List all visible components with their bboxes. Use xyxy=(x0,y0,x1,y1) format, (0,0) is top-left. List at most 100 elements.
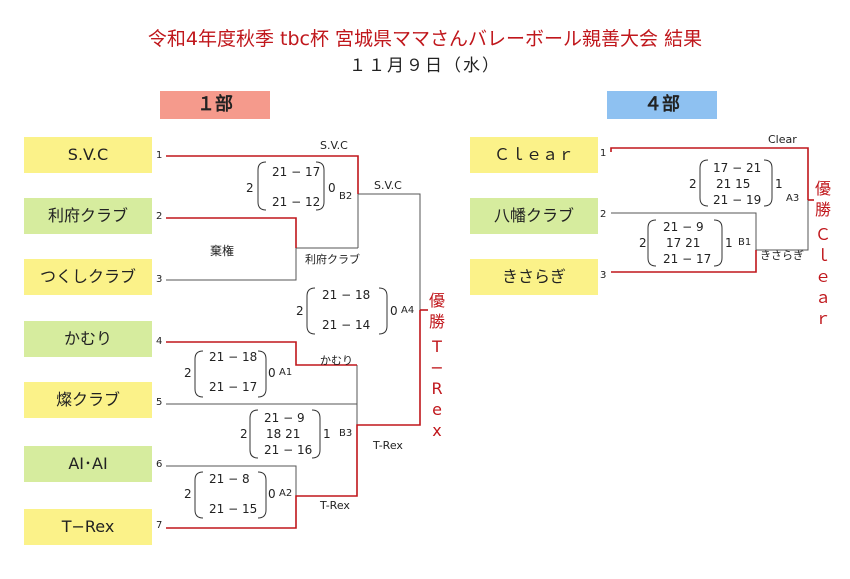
b2-match-id: B2 xyxy=(339,191,353,202)
line-tsukushi xyxy=(166,247,358,281)
team-t-rex: T−Rex xyxy=(24,509,152,545)
a3-score-1: 17 − 21 xyxy=(713,161,762,175)
b2-final-label: S.V.C xyxy=(374,179,402,192)
champion-4-label-chars: 優勝 xyxy=(814,179,831,219)
event-date: １１月９日（水） xyxy=(349,56,501,76)
line-yawata xyxy=(611,212,757,250)
a1-left-sets: 2 xyxy=(184,366,192,380)
a3-score-2: 21 15 xyxy=(716,177,751,191)
seed-2: 2 xyxy=(156,211,163,222)
seed-1: 1 xyxy=(156,150,163,161)
paren-a2-right xyxy=(257,471,267,519)
b3-score-3: 21 − 16 xyxy=(264,443,313,457)
division-4-header: ４部 xyxy=(607,91,717,119)
a4-right-sets: 0 xyxy=(390,304,398,318)
seed-4: 4 xyxy=(156,336,163,347)
line-rifu-lower xyxy=(166,217,297,232)
a3-winner-label: Clear xyxy=(768,133,797,146)
a1-score-1: 21 − 18 xyxy=(209,350,258,364)
b2-score-2: 21 − 12 xyxy=(272,195,321,209)
a4-score-2: 21 − 14 xyxy=(322,318,371,332)
b1-score-3: 21 − 17 xyxy=(663,252,712,266)
a3-left-sets: 2 xyxy=(689,177,697,191)
line-kamuri-win xyxy=(166,341,357,366)
line-aiai xyxy=(166,465,297,496)
team-rifu-club: 利府クラブ xyxy=(24,198,152,234)
paren-a4-left xyxy=(306,287,316,335)
seed-6: 6 xyxy=(156,459,163,470)
team-ai-ai: AI･AI xyxy=(24,446,152,482)
paren-b3-right xyxy=(311,409,321,459)
a1-winner-label: かむり xyxy=(320,354,353,367)
a3-right-sets: 1 xyxy=(775,177,783,191)
line-trex-win xyxy=(166,310,421,529)
b1-winner-label: きさらぎ xyxy=(760,249,804,262)
seed-d4-1: 1 xyxy=(600,148,607,159)
b2-winner-label: S.V.C xyxy=(320,139,348,152)
line-clear-win xyxy=(610,147,809,200)
b1-score-2: 17 21 xyxy=(666,236,701,250)
paren-b1-right xyxy=(713,219,723,267)
a2-score-2: 21 − 15 xyxy=(209,502,258,516)
a1-match-id: A1 xyxy=(279,367,293,378)
b3-right-sets: 1 xyxy=(323,427,331,441)
line-kisaragi-win xyxy=(611,250,757,273)
team-yawata-club: 八幡クラブ xyxy=(470,198,598,234)
paren-b2-right xyxy=(315,161,325,211)
page-title: 令和4年度秋季 tbc杯 宮城県ママさんバレーボール親善大会 結果 xyxy=(147,28,703,50)
a2-right-sets: 0 xyxy=(268,487,276,501)
a2-match-id: A2 xyxy=(279,488,293,499)
a4-left-sets: 2 xyxy=(296,304,304,318)
line-svc-win xyxy=(166,155,359,194)
paren-a4-right xyxy=(378,287,388,335)
b1-match-id: B1 xyxy=(738,237,752,248)
team-svc: S.V.C xyxy=(24,137,152,173)
a3-score-3: 21 − 19 xyxy=(713,193,762,207)
a2-winner-label: T-Rex xyxy=(320,499,350,512)
b3-score-2: 18 21 xyxy=(266,427,301,441)
forfeit-note: 棄権 xyxy=(210,244,235,258)
paren-a1-right xyxy=(257,350,267,398)
seed-5: 5 xyxy=(156,397,163,408)
b2-right-sets: 0 xyxy=(328,181,336,195)
team-kamuri: かむり xyxy=(24,321,152,357)
team-tsukushi-club: つくしクラブ xyxy=(24,259,152,295)
paren-b2-left xyxy=(257,161,267,211)
a3-match-id: A3 xyxy=(786,193,800,204)
paren-a1-left xyxy=(194,350,204,398)
b1-right-sets: 1 xyxy=(725,236,733,250)
line-rifu-win xyxy=(166,217,297,248)
a4-score-1: 21 − 18 xyxy=(322,288,371,302)
a1-score-2: 21 − 17 xyxy=(209,380,258,394)
paren-a2-left xyxy=(194,471,204,519)
a1-right-sets: 0 xyxy=(268,366,276,380)
b2-left-sets: 2 xyxy=(246,181,254,195)
forfeit-winner-label: 利府クラブ xyxy=(305,253,360,266)
b3-score-1: 21 − 9 xyxy=(264,411,305,425)
a4-match-id: A4 xyxy=(401,305,415,316)
division-1-header: １部 xyxy=(160,91,270,119)
paren-b1-left xyxy=(647,219,657,267)
team-san-club: 燦クラブ xyxy=(24,382,152,418)
b2-score-1: 21 − 17 xyxy=(272,165,321,179)
seed-d4-2: 2 xyxy=(600,209,607,220)
a2-left-sets: 2 xyxy=(184,487,192,501)
paren-a3-left xyxy=(699,159,709,207)
b1-score-1: 21 − 9 xyxy=(663,220,704,234)
b3-winner-label: T-Rex xyxy=(373,439,403,452)
line-svc-to-a4 xyxy=(358,193,421,310)
paren-a3-right xyxy=(763,159,773,207)
seed-d4-3: 3 xyxy=(600,270,607,281)
seed-3: 3 xyxy=(156,274,163,285)
line-b1-up xyxy=(756,200,809,251)
b1-left-sets: 2 xyxy=(639,236,647,250)
b3-left-sets: 2 xyxy=(240,427,248,441)
seed-7: 7 xyxy=(156,520,163,531)
paren-b3-left xyxy=(249,409,259,459)
team-kisaragi: きさらぎ xyxy=(470,259,598,295)
